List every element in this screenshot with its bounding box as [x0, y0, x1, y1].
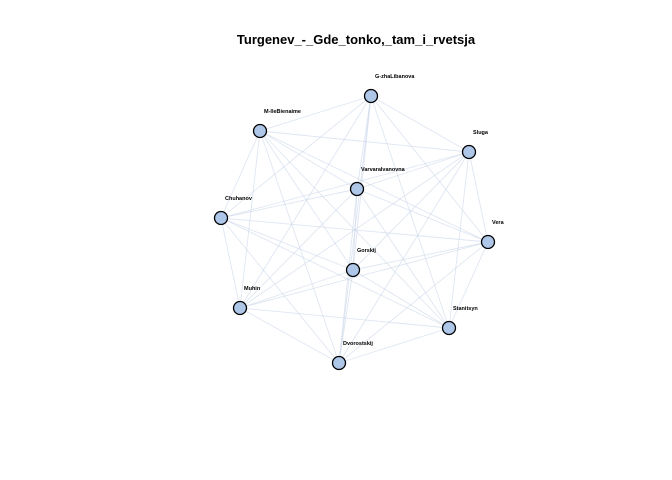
node-circle	[349, 181, 365, 197]
edge-mllebienaime-sluga	[259, 130, 470, 153]
edge-gorskij-muhin	[239, 269, 354, 309]
node-label: Sluga	[473, 130, 489, 136]
edge-vera-dvorostskij	[338, 241, 489, 364]
edge-vera-stanitsyn	[448, 241, 489, 329]
edge-chuhanov-gorskij	[220, 217, 354, 271]
node-circle	[345, 262, 361, 278]
edge-gozhalibanova-sluga	[370, 95, 470, 153]
edge-muhin-stanitsyn	[239, 307, 450, 329]
node-label: G-zhaLibanova	[375, 74, 415, 80]
edge-chuhanov-dvorostskij	[220, 217, 340, 364]
edge-varvaraivanovna-gorskij	[352, 188, 358, 271]
node-muhin: Muhin	[232, 286, 261, 316]
node-circle	[232, 300, 248, 316]
node-stanitsyn: Stanitsyn	[441, 306, 478, 336]
edge-sluga-varvaraivanovna	[356, 151, 470, 190]
node-circle	[252, 123, 268, 139]
edge-varvaraivanovna-chuhanov	[220, 188, 358, 219]
node-label: VarvaraIvanovna	[361, 167, 406, 173]
node-circle	[363, 88, 379, 104]
node-label: Chuhanov	[225, 196, 253, 202]
edge-mllebienaime-chuhanov	[220, 130, 261, 219]
edge-muhin-dvorostskij	[239, 307, 340, 364]
node-label: Gorskij	[357, 248, 376, 254]
edge-chuhanov-stanitsyn	[220, 217, 450, 329]
edge-mllebienaime-varvaraivanovna	[259, 130, 358, 190]
edge-vera-gorskij	[352, 241, 489, 271]
node-label: Dvorostskij	[343, 341, 373, 347]
node-circle	[480, 234, 496, 250]
edge-layer	[220, 95, 489, 364]
node-label: Stanitsyn	[453, 306, 478, 312]
node-gozhalibanova: G-zhaLibanova	[363, 74, 415, 104]
edge-sluga-vera	[468, 151, 489, 243]
node-label: Vera	[492, 220, 505, 226]
edge-gozhalibanova-varvaraivanovna	[356, 95, 372, 190]
node-varvaraivanovna: VarvaraIvanovna	[349, 167, 406, 197]
edge-stanitsyn-dvorostskij	[338, 327, 450, 364]
edge-gozhalibanova-muhin	[239, 95, 372, 309]
edge-mllebienaime-vera	[259, 130, 489, 243]
edge-gozhalibanova-vera	[370, 95, 489, 243]
edge-sluga-dvorostskij	[338, 151, 470, 364]
edge-sluga-stanitsyn	[448, 151, 470, 329]
edge-varvaraivanovna-dvorostskij	[338, 188, 358, 364]
edge-mllebienaime-gorskij	[259, 130, 354, 271]
edge-mllebienaime-muhin	[239, 130, 261, 309]
node-vera: Vera	[480, 220, 505, 250]
edge-varvaraivanovna-vera	[356, 188, 489, 243]
node-circle	[461, 144, 477, 160]
edge-gozhalibanova-mllebienaime	[259, 95, 372, 132]
node-chuhanov: Chuhanov	[213, 196, 253, 226]
node-dvorostskij: Dvorostskij	[331, 341, 373, 371]
edge-sluga-chuhanov	[220, 151, 470, 219]
node-sluga: Sluga	[461, 130, 489, 160]
edge-varvaraivanovna-stanitsyn	[356, 188, 450, 329]
edge-chuhanov-vera	[220, 217, 489, 243]
node-label: M-lleBienaime	[264, 109, 301, 115]
node-circle	[213, 210, 229, 226]
node-layer: G-zhaLibanovaM-lleBienaimeSlugaVarvaraIv…	[213, 74, 505, 371]
node-circle	[441, 320, 457, 336]
edge-gozhalibanova-gorskij	[352, 95, 372, 271]
node-label: Muhin	[244, 286, 261, 292]
chart-title: Turgenev_-_Gde_tonko,_tam_i_rvetsja	[237, 32, 476, 47]
edge-gozhalibanova-chuhanov	[220, 95, 372, 219]
edge-vera-muhin	[239, 241, 489, 309]
node-circle	[331, 355, 347, 371]
edge-gorskij-stanitsyn	[352, 269, 450, 329]
edge-gorskij-dvorostskij	[338, 269, 354, 364]
node-mllebienaime: M-lleBienaime	[252, 109, 301, 139]
node-gorskij: Gorskij	[345, 248, 376, 278]
edge-chuhanov-muhin	[220, 217, 241, 309]
